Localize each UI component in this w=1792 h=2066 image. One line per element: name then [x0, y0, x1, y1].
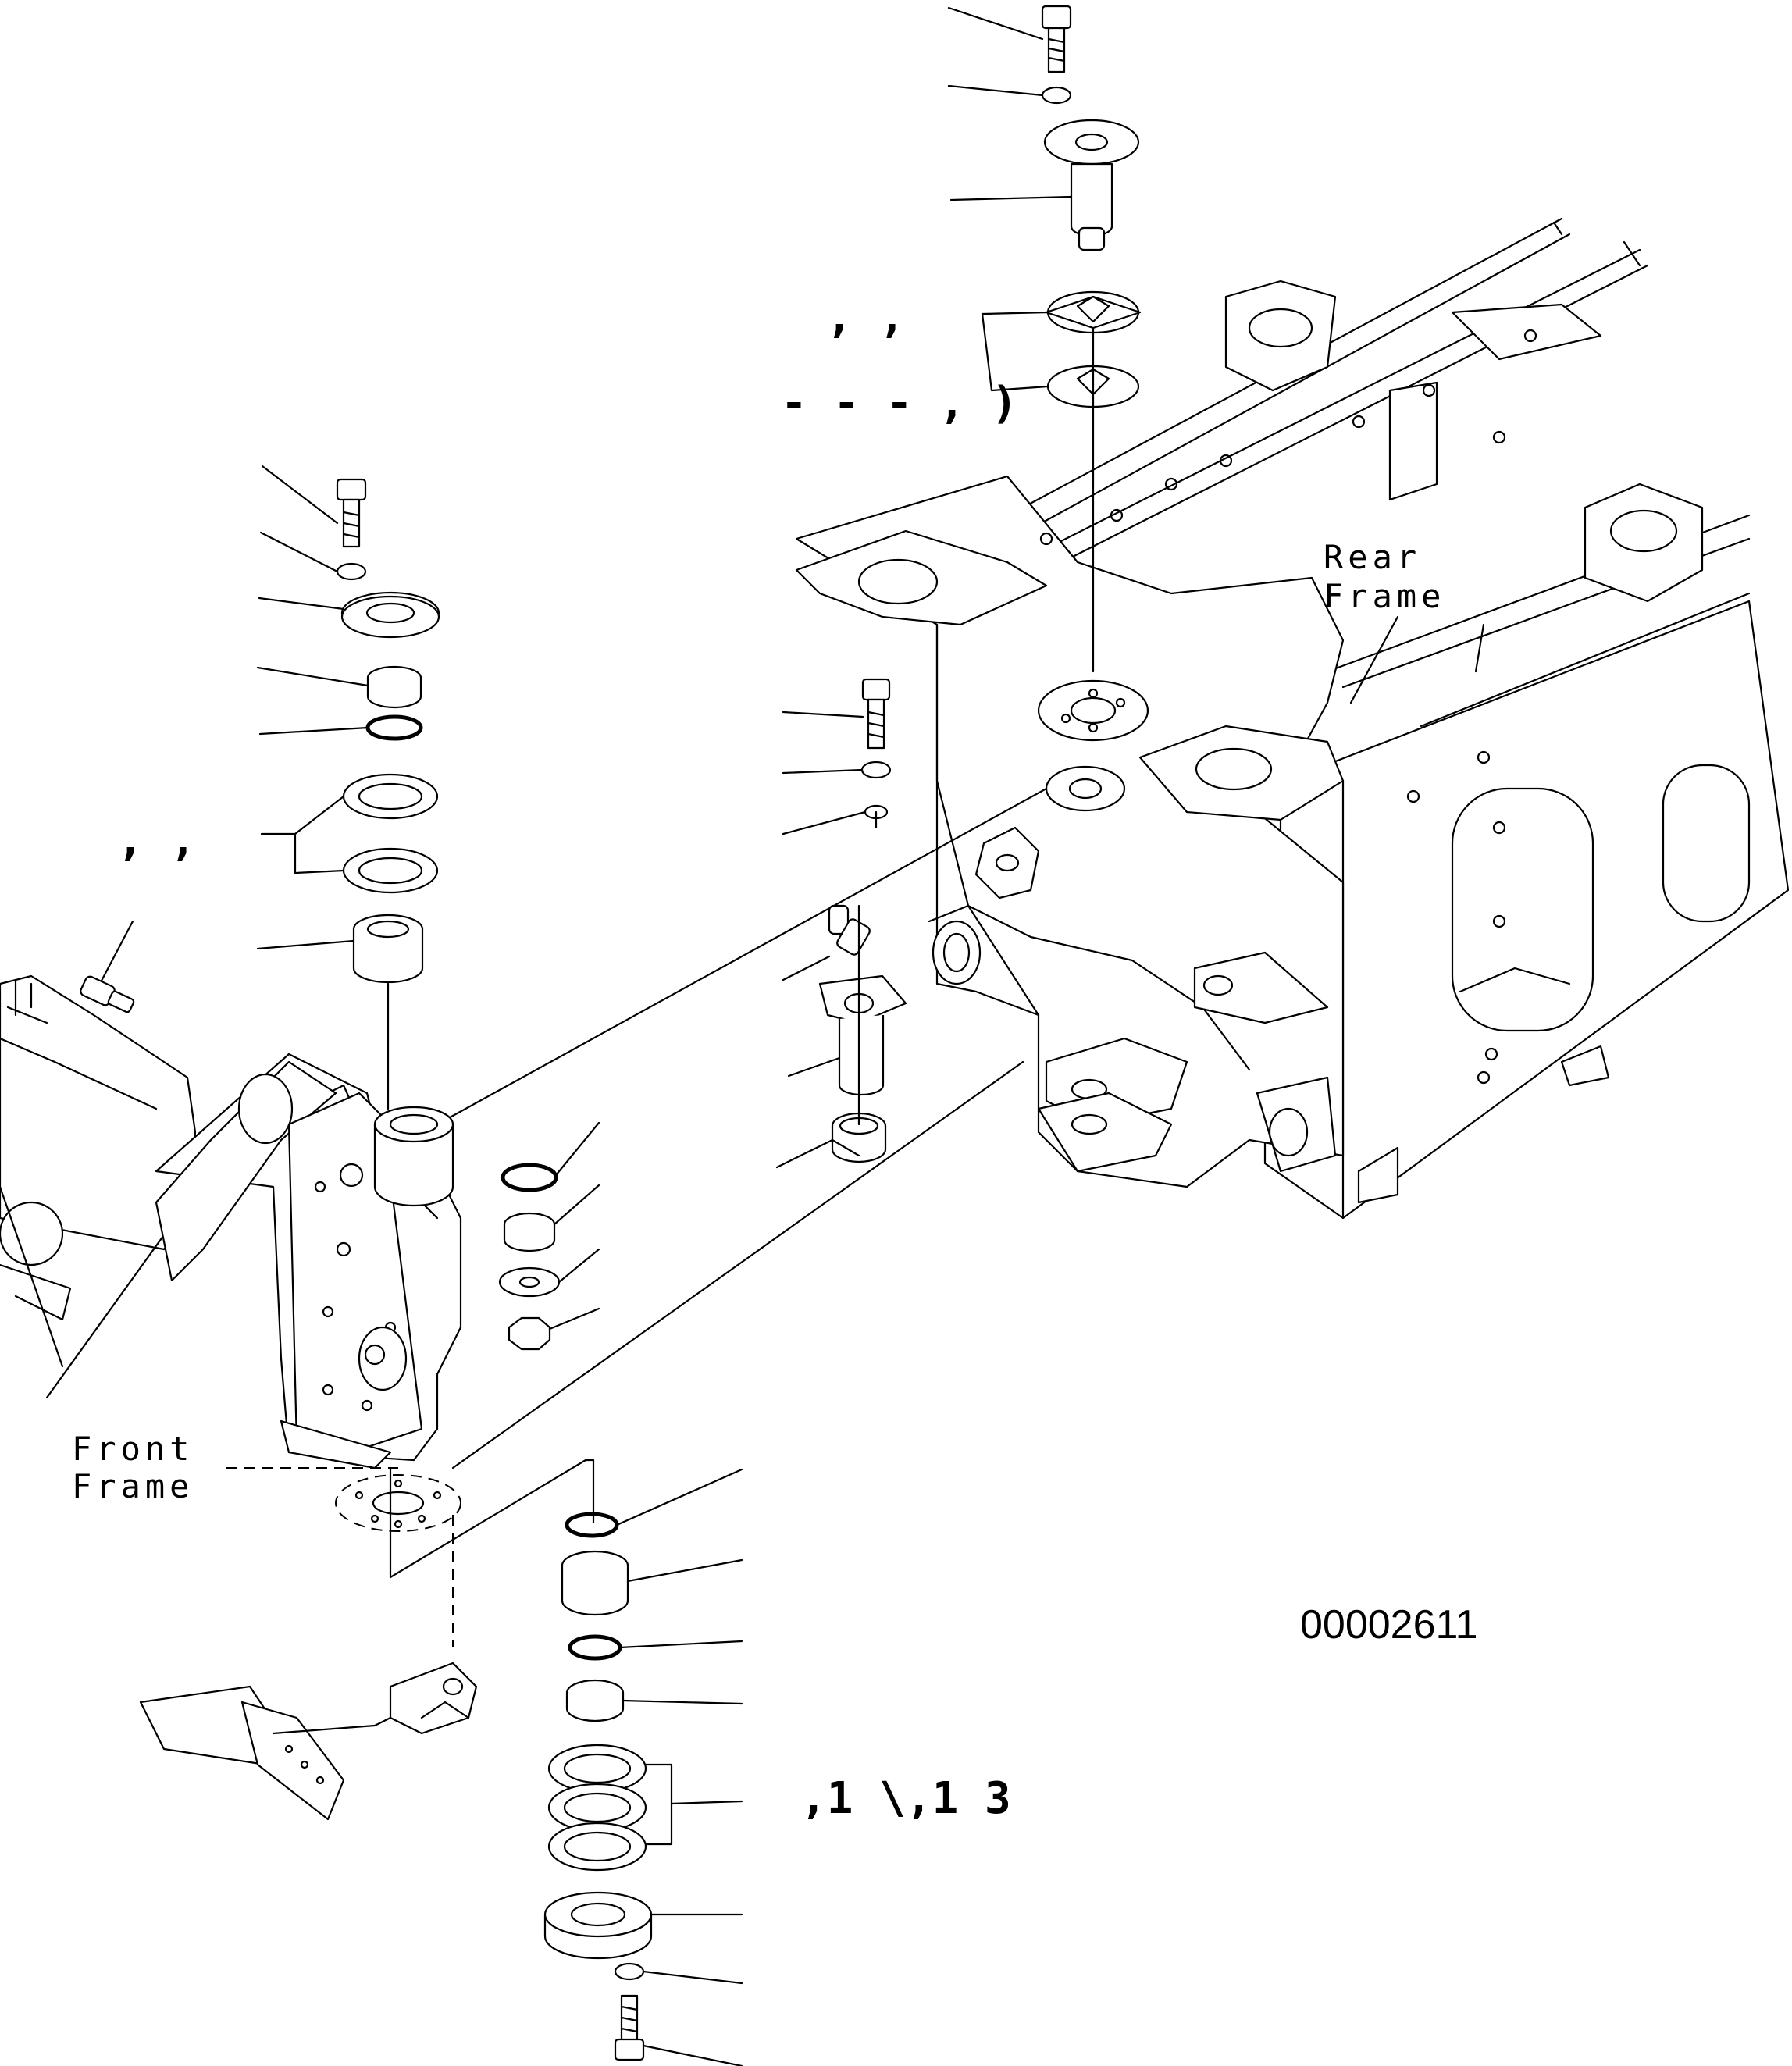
drawing-code: 00002611 [1300, 1602, 1478, 1647]
front-frame-label: Front Frame [72, 1430, 194, 1505]
left-upper-stack [336, 478, 440, 1110]
ref-fragment-upper-right-b: - - - , ) [781, 378, 1017, 429]
left-shims [342, 773, 439, 894]
front-frame [0, 974, 478, 1821]
lower-seal-top [565, 1512, 619, 1538]
left-retainer-plate [340, 591, 440, 639]
rear-frame-label: Rear Frame [1324, 538, 1445, 615]
lower-bushing-small [565, 1679, 625, 1722]
ref-fragment-upper-right-a: , , [826, 292, 905, 343]
mid-bushing [503, 1212, 556, 1252]
upper-pin-stack [1041, 5, 1142, 408]
front-frame-lower-flange [335, 1474, 461, 1647]
front-frame-label-line1: Front [72, 1430, 194, 1468]
rear-frame-label-line1: Rear [1324, 538, 1421, 576]
middle-bolt [861, 678, 891, 750]
middle-pin-stack [818, 678, 907, 1163]
mid-nut [508, 1316, 551, 1351]
hitch-alignment-lines [436, 326, 1095, 1469]
left-seal-ring [365, 714, 423, 741]
side-opening-right [1662, 764, 1751, 923]
front-frame-label-line2: Frame [72, 1467, 194, 1505]
lock-plate-pin [818, 974, 907, 1096]
grease-nipple [80, 975, 135, 1013]
upper-flanged-pin [1043, 119, 1140, 251]
callout-leaders [100, 6, 1485, 2066]
left-bolt [336, 478, 367, 548]
mid-washer [498, 1266, 561, 1298]
left-bushing-tall [352, 914, 424, 984]
upper-bolt [1041, 5, 1072, 73]
lower-shims [547, 1744, 647, 1872]
lower-washer [614, 1962, 645, 1981]
small-middle-stack [498, 1163, 561, 1351]
lower-seal-mid [568, 1634, 622, 1661]
upper-washer [1041, 86, 1072, 105]
ref-fragment-lower-right: ,1 \,1 3 [800, 1773, 1011, 1824]
side-opening-left [1451, 787, 1594, 1032]
left-bushing-small [366, 665, 422, 709]
rear-frame-label-line2: Frame [1324, 577, 1445, 615]
lower-bushing-tall [561, 1550, 629, 1616]
ref-fragment-left-middle: , , [117, 815, 196, 866]
lower-bolt [614, 1994, 645, 2061]
grease-elbow [828, 904, 871, 956]
middle-bushing [831, 1112, 887, 1163]
lower-retainer-flange [543, 1891, 653, 1960]
lower-stack [389, 1459, 653, 2061]
rear-frame [795, 217, 1790, 1220]
